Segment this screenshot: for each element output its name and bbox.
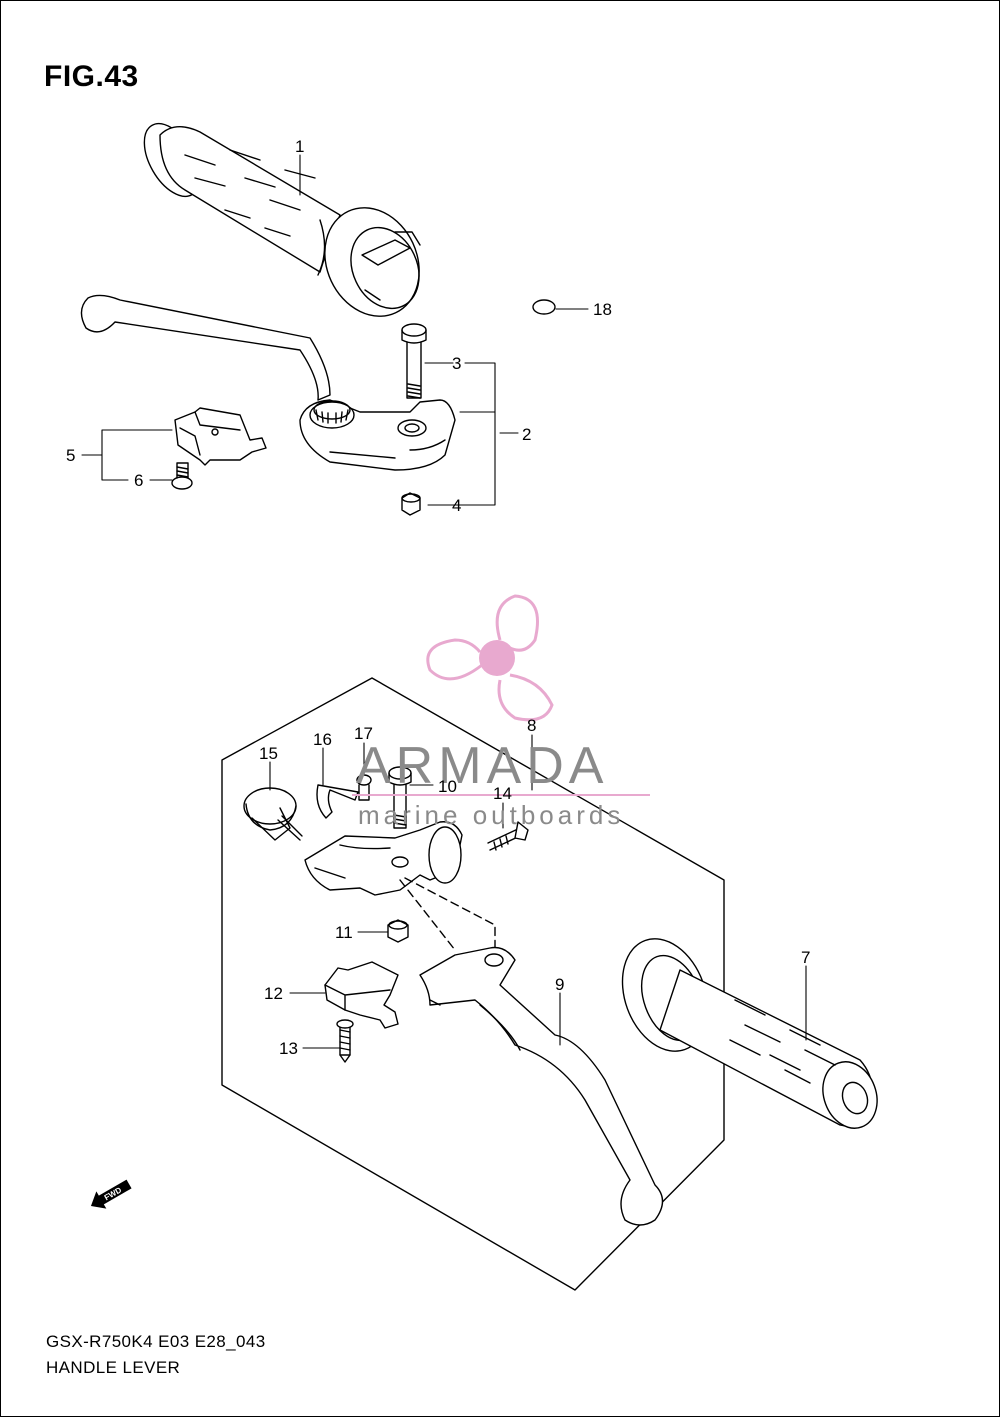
part-10-pivot-bolt[interactable] [388,766,412,829]
callout-2: 2 [522,425,531,444]
callout-12: 12 [264,984,283,1003]
clutch-assembly-boundary [221,677,725,1291]
callout-17: 17 [354,724,373,743]
part-9-clutch-lever[interactable] [419,946,664,1226]
part-4-nut[interactable] [401,492,421,516]
callout-4: 4 [452,496,461,515]
callout-9: 9 [555,975,564,994]
watermark-brand: ARMADA [356,737,608,795]
part-2-front-brake-lever[interactable] [80,294,456,471]
part-3-pivot-bolt[interactable] [401,323,427,399]
section-name: HANDLE LEVER [46,1358,181,1377]
callout-11: 11 [335,923,353,942]
watermark-tagline: marine outboards [358,800,624,830]
model-code: GSX-R750K4 E03 E28_043 [46,1332,266,1351]
part-15-adjuster[interactable] [243,787,303,841]
callout-15: 15 [259,744,278,763]
callout-6: 6 [134,471,143,490]
part-17-small-screw[interactable] [356,774,372,801]
callout-7: 7 [801,948,810,967]
part-16-cable-holder[interactable] [316,784,359,819]
part-12-clutch-switch[interactable] [324,961,399,1029]
leader-lines [81,154,807,1049]
part-7-left-grip[interactable] [608,927,886,1136]
callout-1: 1 [295,137,304,156]
part-8-lever-holder[interactable] [304,821,463,896]
part-18-cap[interactable] [532,299,556,315]
callout-13: 13 [279,1039,298,1058]
callout-5: 5 [66,446,75,465]
part-6-screw[interactable] [171,462,193,490]
part-5-brake-switch[interactable] [174,407,267,466]
callout-3: 3 [452,354,461,373]
callout-16: 16 [313,730,332,749]
fwd-arrow-icon: FWD [90,1179,132,1209]
part-1-throttle-grip[interactable] [133,114,437,331]
part-14-bolt[interactable] [487,821,529,851]
figure-title: FIG.43 [44,60,139,93]
part-11-nut[interactable] [387,919,409,943]
armada-logo-icon [426,594,554,722]
callout-8: 8 [527,716,536,735]
callout-14: 14 [493,784,512,803]
callout-18: 18 [593,300,612,319]
callout-10: 10 [438,777,457,796]
part-13-screw[interactable] [336,1019,354,1063]
